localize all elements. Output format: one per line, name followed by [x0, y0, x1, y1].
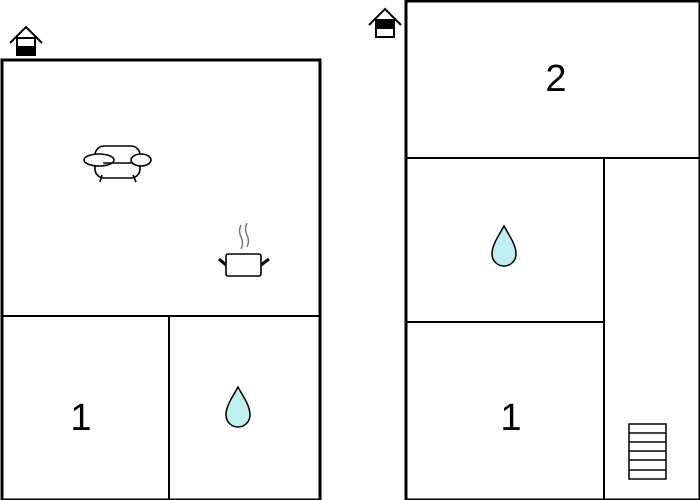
room-label: 2: [545, 58, 566, 100]
room-label: 1: [500, 397, 521, 439]
water-drop-icon: [225, 385, 251, 428]
ground-floor-outline: [0, 58, 322, 500]
stairs-icon: [628, 423, 667, 480]
room-label: 1: [70, 397, 91, 439]
ground-floor-plan: 1: [0, 25, 322, 500]
floor-level-icon: [368, 7, 402, 38]
upper-floor-outline: [404, 0, 700, 500]
cooking-pot-icon: [218, 222, 270, 277]
water-drop-icon: [491, 224, 517, 267]
floor-level-icon: [9, 25, 43, 56]
upper-floor-plan: 2 1: [368, 0, 700, 500]
sofa-icon: [83, 145, 152, 183]
